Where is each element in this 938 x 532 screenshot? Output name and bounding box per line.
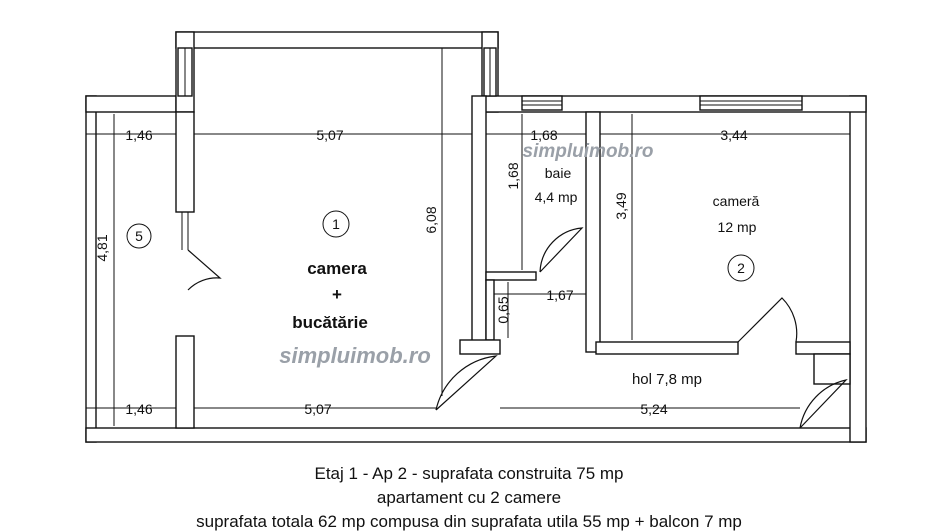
caption-line2: apartament cu 2 camere	[376, 488, 562, 507]
dim-top-room1: 5,07	[316, 127, 343, 143]
dimension-lines	[86, 48, 850, 426]
hol-label: hol 7,8 mp	[632, 371, 702, 388]
wall-baie-room2	[585, 111, 601, 353]
left-outer-wall	[85, 95, 97, 443]
caption-line3: suprafata totala 62 mp compusa din supra…	[196, 512, 742, 531]
wall-entry	[813, 353, 851, 385]
window-baie	[521, 95, 563, 111]
wall-room1-baie	[471, 95, 487, 351]
baie-name: baie	[545, 165, 572, 181]
hall-door-left	[435, 355, 498, 411]
dim-baie-height: 1,68	[505, 162, 521, 189]
dim-room1-height: 6,08	[423, 206, 439, 233]
room2-name: cameră	[713, 193, 760, 209]
dim-top-balcony: 1,46	[125, 127, 152, 143]
room2-number: 2	[737, 260, 745, 276]
bottom-outer-wall	[85, 427, 867, 443]
wall-room2-bottom-left	[595, 341, 739, 355]
wall-room2-bottom-right	[795, 341, 851, 355]
baie-door	[539, 227, 584, 273]
interior-walls	[459, 95, 851, 385]
entry-door	[799, 378, 848, 429]
dim-hall-small-width: 1,67	[546, 287, 573, 303]
dim-hall-small-height: 0,65	[495, 296, 511, 323]
watermark-top: simpluimob.ro	[523, 141, 654, 162]
balcony-door	[187, 249, 222, 291]
room1-circle	[322, 210, 350, 238]
doors	[187, 227, 848, 429]
window-room2	[699, 95, 803, 111]
caption-line1: Etaj 1 - Ap 2 - suprafata construita 75 …	[314, 464, 624, 483]
room1-name-line3: bucătărie	[292, 313, 368, 332]
room1-name-line1: camera	[307, 259, 367, 278]
dim-bottom-room1: 5,07	[304, 401, 331, 417]
dim-bottom-balcony: 1,46	[125, 401, 152, 417]
dim-balcony-height: 4,81	[94, 234, 110, 261]
wall-baie-bottom	[485, 271, 537, 281]
balcony-wall-upper	[175, 111, 195, 213]
balcony-top-wall	[85, 95, 177, 113]
dim-bottom-hall: 5,24	[640, 401, 667, 417]
dim-top-baie: 1,68	[530, 127, 557, 143]
dimension-labels: 1,46 5,07 1,68 3,44 1,46 5,07 5,24 4,81 …	[94, 127, 748, 417]
wall-closet-left	[485, 279, 495, 341]
room1-number: 1	[332, 216, 340, 232]
baie-area: 4,4 mp	[535, 189, 578, 205]
right-outer-wall	[849, 95, 867, 443]
windows	[175, 47, 803, 429]
dim-top-room2: 3,44	[720, 127, 747, 143]
bay-top-wall	[175, 31, 499, 49]
dim-room2-height: 3,49	[613, 192, 629, 219]
room-labels: 5 1 camera + bucătărie baie 4,4 mp camer…	[126, 165, 760, 388]
room2-circle	[727, 254, 755, 282]
watermark-center: simpluimob.ro	[279, 343, 431, 368]
room5-circle	[126, 223, 152, 249]
room1-name-line2: +	[332, 285, 342, 304]
wall-closet-bottom	[459, 339, 501, 355]
room2-area: 12 mp	[718, 219, 757, 235]
balcony-wall-lower	[175, 335, 195, 429]
room5-number: 5	[135, 228, 143, 244]
room2-door	[737, 297, 798, 343]
